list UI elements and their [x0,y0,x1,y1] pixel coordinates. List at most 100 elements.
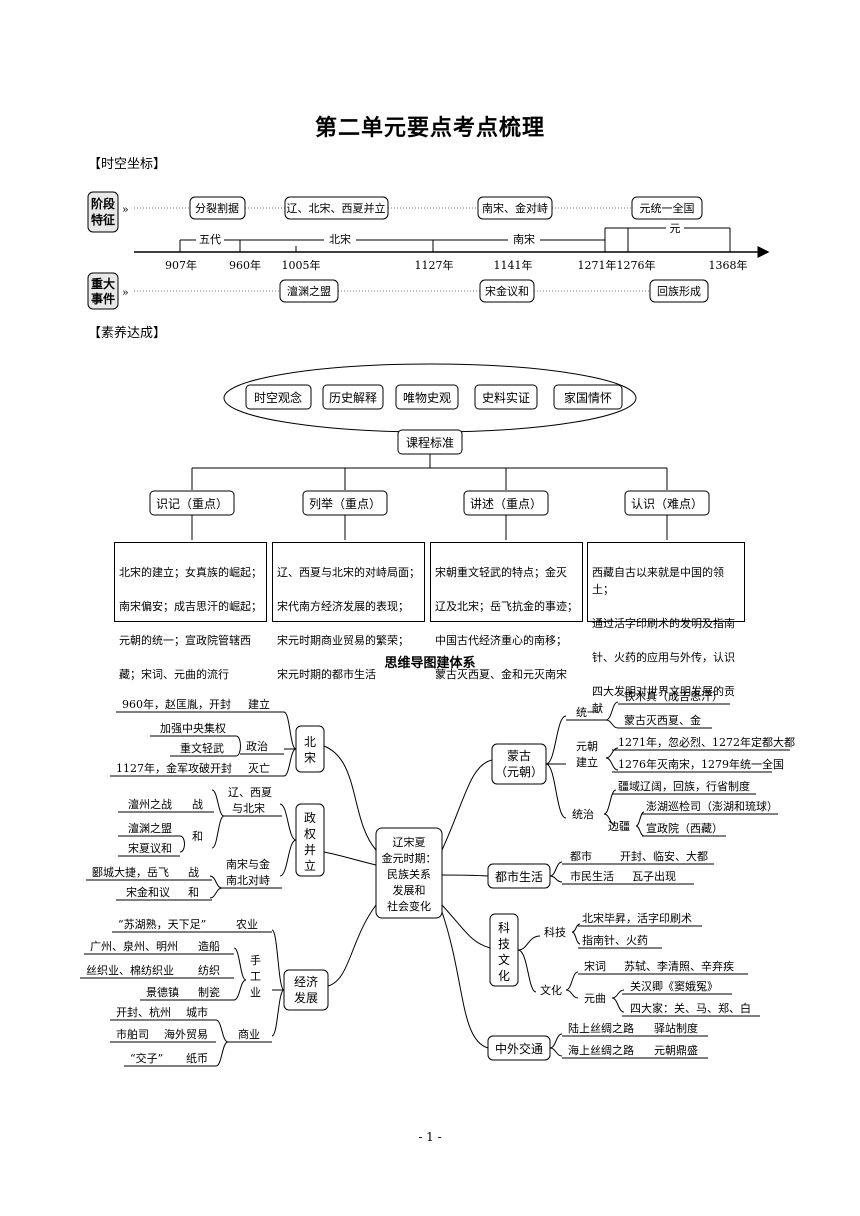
jingji-tag-5: 城市 [186,1005,208,1019]
content-4-line-3: 针、火药的应用与外传，认识 [592,651,735,664]
zhengquan-tag-5: 和 [188,886,199,899]
event-box-2 [479,279,535,303]
content-1-line-1: 北宋的建立；女真族的崛起； [119,566,262,579]
literacy-diagram: 时空观念 历史解释 唯物史观 史料实证 家国情怀 课程标准 识记（重点） 列举（… [149,363,710,540]
content-1-line-2: 南宋偏安；成吉思汗的崛起； [119,600,262,613]
event-1: 澶渊之盟 [287,284,331,298]
content-4-line-1: 西藏自古以来就是中国的领土； [592,566,724,596]
center-line-5: 社会变化 [387,899,431,913]
stage-1: 分裂割据 [195,201,239,215]
event-box-1 [279,279,339,303]
content-3-line-4: 蒙古灭西夏、金和元灭南宋 [435,668,567,681]
content-3-line-3: 中国古代经济重心的南移； [435,634,567,647]
jingji-item-6: 市舶司 [116,1027,149,1041]
literacy-top-2: 历史解释 [329,391,377,405]
content-box-3: 宋朝重文轻武的特点；金灭 辽及北宋；岳飞抗金的事迹； 中国古代经济重心的南移； … [430,542,583,681]
center-line-3: 民族关系 [387,867,431,881]
keji-label-2: 技 [498,937,510,951]
dushi-label: 都市生活 [495,869,543,884]
menggu-item-7: 宣政院（西藏） [646,821,723,835]
menggu-item-1: 铁木真（成吉思汗） [624,689,723,703]
beisong-item-3: 重文轻武 [180,741,224,755]
literacy-top-box-5 [553,384,623,410]
jingji-label-1: 经济 [294,974,318,989]
content-1-line-3: 元朝的统一；宣政院管辖西 [119,634,251,647]
content-2-line-3: 宋元时期商业贸易的繁荣； [277,634,409,647]
zhengquan-group1-line-1: 辽、西夏 [228,786,272,799]
menggu-jianli-1: 元朝 [576,740,598,753]
literacy-top-box-1 [245,384,312,410]
year-1276: 1276年 [617,258,656,272]
level-2: 列举（重点） [309,497,381,511]
menggu-item-5: 疆域辽阔，回族，行省制度 [618,779,750,793]
mindmap-title: 思维导图建体系 [384,656,476,671]
stage-box-4 [631,196,703,220]
beisong-tag-3: 政治 [246,739,268,753]
content-4-line-4: 四大发明对世界文明发展的贡献 [592,685,735,715]
content-4-line-2: 通过活字印刷术的发明及指南 [592,617,735,630]
content-box-1: 北宋的建立；女真族的崛起； 南宋偏安；成吉思汗的崛起； 元朝的统一；宣政院管辖西… [114,542,267,681]
event-2: 宋金议和 [485,284,529,298]
literacy-center: 课程标准 [406,435,454,450]
keji-item-3: 苏轼、李清照、辛弃疾 [624,959,734,973]
mindmap-diagram: 辽宋夏 金元时期： 民族关系 发展和 社会变化 北 宋 960年，赵匡胤，开封 … [80,689,795,1067]
zhengquan-tag-2: 和 [192,830,203,843]
keji-item-4: 关汉卿《窦娥冤》 [630,979,718,993]
stage-box-2 [284,196,389,220]
year-1368: 1368年 [709,258,748,272]
zhengquan-label-1: 政 [304,811,316,825]
beisong-label-1: 北 [304,735,316,749]
shougongye-1: 手 [250,953,261,967]
menggu-tongzhi: 统治 [572,807,594,821]
zhongwai-item-1: 驿站制度 [654,1021,698,1035]
jingji-item-4: 景德镇 [146,985,179,999]
center-line-4: 发展和 [393,883,426,897]
jingji-tag-4: 制瓷 [198,985,220,999]
menggu-item-3: 1271年，忽必烈、1272年定都大都 [618,735,795,749]
year-1005: 1005年 [282,258,321,272]
jingji-tag-2: 造船 [198,939,220,953]
keji-item-5: 四大家：关、马、郑、白 [630,1001,751,1015]
zhengquan-group2-line-1: 南宋与金 [226,857,270,871]
dushi-item-1: 开封、临安、大都 [620,849,708,863]
stage-label-line1: 阶段 [91,196,116,211]
page-number: - 1 - [418,1130,442,1144]
jingji-item-2: 广州、泉州、明州 [90,939,178,953]
keji-label-4: 化 [498,969,510,983]
menggu-label-2: （元朝） [495,765,543,779]
keji-label-1: 科 [498,921,510,935]
center-line-1: 辽宋夏 [393,835,426,849]
beisong-item-1: 960年，赵匡胤，开封 [122,697,231,711]
jingji-tag-1: 农业 [236,917,258,931]
beisong-label-2: 宋 [304,750,316,765]
content-2-line-4: 宋元时期的都市生活 [277,668,376,681]
dushi-tag-2: 市民生活 [570,869,614,883]
keji-label-3: 文 [498,952,510,967]
literacy-top-5: 家国情怀 [564,390,612,405]
jingji-item-3: 丝织业、棉纺织业 [86,963,174,977]
zhengquan-tag-4: 战 [188,866,199,879]
literacy-top-3: 唯物史观 [403,391,451,405]
beisong-item-2: 加强中央集权 [160,721,226,735]
dushi-item-2: 瓦子出现 [632,869,676,883]
timeline-section-label: 【时空坐标】 [88,157,167,172]
year-907: 907年 [165,258,197,272]
literacy-top-box-4 [474,384,538,410]
center-line-2: 金元时期： [382,851,437,865]
literacy-top-4: 史料实证 [482,390,530,405]
jingji-label-2: 发展 [294,990,318,1005]
keji-item-2: 指南针、火药 [582,933,648,947]
wenhua-tag: 文化 [540,983,562,997]
jingji-item-5: 开封、杭州 [116,1005,171,1019]
songci-tag: 宋词 [584,959,606,973]
stage-label-box [87,191,119,233]
jingji-tag-7: 纸币 [186,1052,208,1065]
zhengquan-group1-line-2: 与北宋 [232,801,265,815]
chevron-right-icon: » [122,286,129,299]
menggu-item-4: 1276年灭南宋，1279年统一全国 [618,757,784,771]
menggu-item-6: 澎湖巡检司（澎湖和琉球） [646,799,778,813]
menggu-tongyi: 统一 [576,706,598,719]
stage-box-3 [477,196,553,220]
jingji-item-7: “交子” [130,1051,163,1065]
event-label-box [87,272,119,310]
